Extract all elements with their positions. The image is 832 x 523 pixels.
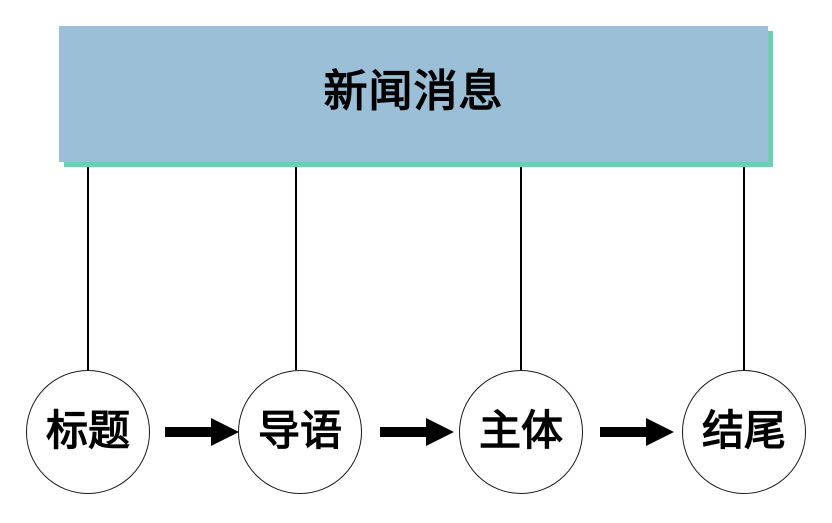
arrow-导语-to-主体 xyxy=(380,418,454,446)
arrow-标题-to-导语 xyxy=(165,418,239,446)
arrow-主体-to-结尾 xyxy=(600,418,674,446)
node-label: 主体 xyxy=(478,406,563,454)
node-label: 结尾 xyxy=(701,406,786,454)
node-label: 导语 xyxy=(257,406,342,454)
connector-line-to-主体 xyxy=(520,167,522,370)
node-circle-导语[interactable]: 导语 xyxy=(238,370,362,494)
node-circle-主体[interactable]: 主体 xyxy=(459,370,583,494)
header-box[interactable]: 新闻消息 xyxy=(59,26,768,162)
node-label: 标题 xyxy=(45,406,130,454)
connector-line-to-导语 xyxy=(295,167,297,370)
connector-line-to-标题 xyxy=(87,167,89,370)
node-circle-结尾[interactable]: 结尾 xyxy=(682,370,806,494)
header-title: 新闻消息 xyxy=(323,67,504,116)
node-circle-标题[interactable]: 标题 xyxy=(26,370,150,494)
connector-line-to-结尾 xyxy=(743,167,745,370)
